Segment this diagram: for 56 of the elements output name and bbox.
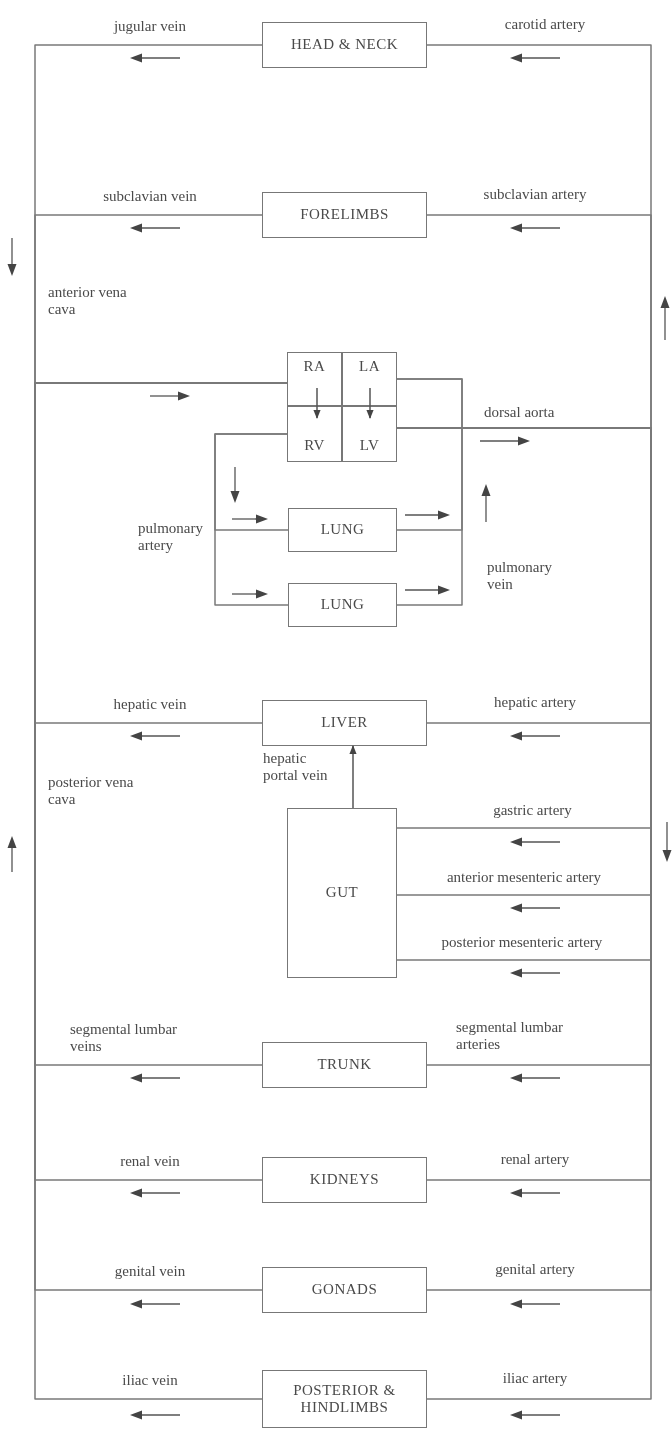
- organ-box: [262, 192, 427, 238]
- heart-chamber: [287, 406, 342, 462]
- vessel-label: segmental lumbar veins: [70, 1021, 179, 1054]
- organ-name: FORELIMBS: [300, 206, 389, 224]
- vessel-label: subclavian artery: [482, 186, 588, 203]
- arrow: [313, 387, 321, 419]
- vessel-label: carotid artery: [503, 16, 587, 33]
- vessel-label: renal artery: [499, 1151, 571, 1168]
- organ-name: POSTERIOR & HINDLIMBS: [292, 1381, 397, 1417]
- vessel-label: iliac vein: [121, 1372, 179, 1389]
- vessel-label: posterior mesenteric artery: [440, 934, 604, 951]
- organ-box: [262, 700, 427, 746]
- vessel-label: pulmonary vein: [487, 559, 553, 592]
- organ-box: [288, 583, 397, 627]
- organ-box: [262, 1042, 427, 1088]
- organ-name: LIVER: [321, 714, 368, 732]
- heart-chamber: [342, 406, 397, 462]
- arrow: [366, 387, 374, 419]
- organ-name: RA: [303, 358, 326, 376]
- vessel-label: pulmonary artery: [138, 520, 204, 553]
- vessel-label: genital artery: [494, 1261, 576, 1278]
- vessel-label: genital vein: [113, 1263, 187, 1280]
- organ-name: GUT: [325, 884, 359, 902]
- organ-box: [288, 508, 397, 552]
- blood-vessel: [214, 433, 289, 606]
- vessel-label: segmental lumbar arteries: [456, 1019, 565, 1052]
- vessel-label: anterior mesenteric artery: [445, 869, 603, 886]
- organ-box: [262, 1267, 427, 1313]
- organ-name: KIDNEYS: [309, 1171, 380, 1189]
- vessel-label: anterior vena cava: [48, 284, 128, 317]
- vessel-label: gastric artery: [492, 802, 573, 819]
- organ-name: RV: [304, 436, 325, 454]
- vessel-label: jugular vein: [112, 18, 188, 35]
- organ-name: LV: [359, 436, 380, 454]
- vessel-label: hepatic vein: [112, 696, 188, 713]
- organ-box: [262, 22, 427, 68]
- vessel-label: hepatic portal vein: [263, 750, 329, 783]
- organ-name: LUNG: [320, 596, 365, 614]
- vessel-label: subclavian vein: [102, 188, 198, 205]
- vessel-label: renal vein: [119, 1153, 181, 1170]
- organ-name: TRUNK: [317, 1056, 372, 1074]
- organ-name: LA: [359, 358, 380, 376]
- vessel-label: posterior vena cava: [48, 774, 135, 807]
- vessel-label: iliac artery: [501, 1370, 569, 1387]
- blood-vessel: [396, 378, 463, 606]
- heart-chamber: [287, 352, 342, 406]
- organ-name: GONADS: [311, 1281, 378, 1299]
- organ-box: [287, 808, 397, 978]
- arrow: [349, 745, 357, 809]
- heart-chamber: [342, 352, 397, 406]
- organ-box: [262, 1157, 427, 1203]
- vessel-label: dorsal aorta: [484, 404, 556, 421]
- organ-box: [262, 1370, 427, 1428]
- organ-name: HEAD & NECK: [290, 36, 399, 54]
- vessel-label: hepatic artery: [493, 694, 577, 711]
- organ-name: LUNG: [320, 521, 365, 539]
